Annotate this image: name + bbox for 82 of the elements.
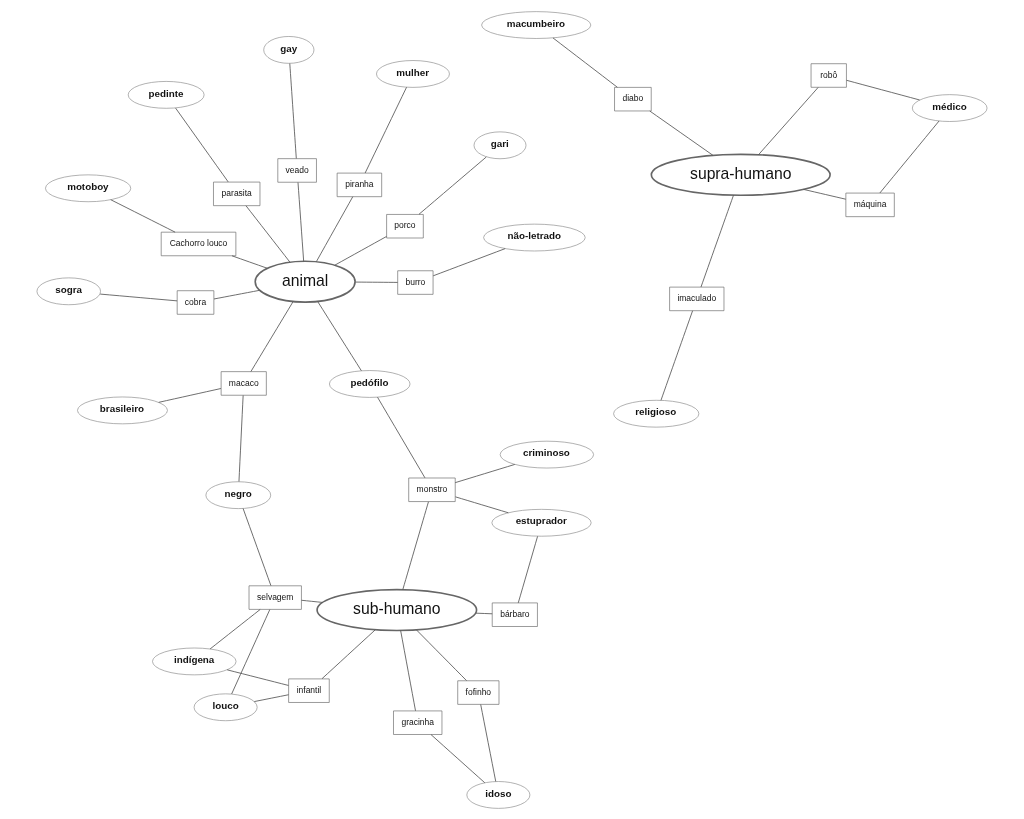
- connector: [245, 204, 291, 263]
- connector: [377, 396, 426, 478]
- connector: [321, 628, 376, 679]
- node-ellipse: pedófilo: [329, 369, 411, 398]
- node-box: bárbaro: [491, 602, 538, 627]
- node-box: selvagem: [248, 584, 302, 610]
- connector: [250, 300, 294, 372]
- node-ellipse: gay: [263, 35, 315, 64]
- node-box: parasita: [213, 181, 261, 206]
- node-box: máquina: [845, 192, 895, 217]
- node-box: imaculado: [669, 286, 725, 311]
- connector: [364, 86, 407, 173]
- node-ellipse: idoso: [466, 780, 531, 809]
- connector: [242, 507, 272, 586]
- node-ellipse: animal: [254, 259, 356, 303]
- node-ellipse: estuprador: [491, 508, 592, 537]
- node-box: infantil: [288, 678, 330, 703]
- connector: [297, 181, 305, 262]
- node-box: Cachorro louco: [160, 231, 237, 256]
- connector: [649, 110, 714, 156]
- node-ellipse: supra-humano: [650, 153, 831, 196]
- connector: [231, 254, 268, 269]
- node-box: porco: [386, 213, 424, 238]
- connector: [700, 194, 734, 287]
- connector: [315, 195, 354, 262]
- connector: [432, 247, 506, 276]
- node-ellipse: indígena: [152, 647, 237, 675]
- node-ellipse: mulher: [376, 59, 450, 88]
- node-ellipse: médico: [912, 93, 988, 122]
- node-ellipse: sub-humano: [316, 588, 478, 631]
- node-ellipse: não-letrado: [483, 223, 586, 251]
- connector: [455, 495, 509, 513]
- connector: [480, 703, 497, 782]
- node-box: macaco: [220, 370, 267, 396]
- connector: [402, 500, 429, 590]
- connector: [400, 629, 416, 711]
- node-box: veado: [277, 157, 317, 183]
- connector: [231, 608, 271, 694]
- node-ellipse: brasileiro: [77, 396, 168, 424]
- node-box: gracinha: [393, 710, 443, 735]
- connector: [879, 120, 940, 193]
- connector: [175, 107, 229, 182]
- node-box: robô: [810, 62, 847, 88]
- node-ellipse: louco: [193, 693, 258, 721]
- connector: [317, 300, 362, 371]
- node-ellipse: sogra: [36, 277, 101, 305]
- node-box: cobra: [176, 289, 215, 315]
- connector: [758, 86, 819, 155]
- connector: [846, 79, 920, 100]
- node-box: burro: [397, 269, 434, 295]
- connector: [415, 628, 467, 681]
- connector: [454, 463, 516, 483]
- node-ellipse: negro: [205, 480, 272, 509]
- node-ellipse: gari: [473, 131, 527, 159]
- node-ellipse: criminoso: [499, 440, 594, 468]
- connector: [552, 37, 618, 88]
- connector: [110, 198, 176, 233]
- connector: [158, 387, 222, 403]
- connector: [226, 668, 289, 686]
- node-ellipse: religioso: [613, 399, 700, 427]
- connector: [430, 733, 486, 783]
- node-box: monstro: [408, 477, 456, 502]
- connector: [301, 599, 324, 603]
- node-box: diabo: [614, 86, 652, 111]
- node-ellipse: macumbeiro: [481, 10, 592, 39]
- node-box: piranha: [336, 172, 382, 197]
- connector: [213, 289, 261, 299]
- node-box: fofinho: [457, 679, 500, 705]
- connector: [99, 293, 178, 301]
- connector: [238, 394, 244, 482]
- connector: [418, 156, 487, 215]
- connector: [334, 235, 387, 266]
- connector: [517, 535, 538, 603]
- node-ellipse: motoboy: [45, 174, 132, 202]
- connector: [253, 693, 289, 702]
- connector: [660, 309, 693, 401]
- connector: [355, 281, 399, 283]
- connector: [802, 188, 847, 200]
- connector: [289, 62, 297, 159]
- connector: [209, 608, 261, 649]
- connector: [475, 612, 493, 614]
- node-ellipse: pedinte: [127, 80, 205, 109]
